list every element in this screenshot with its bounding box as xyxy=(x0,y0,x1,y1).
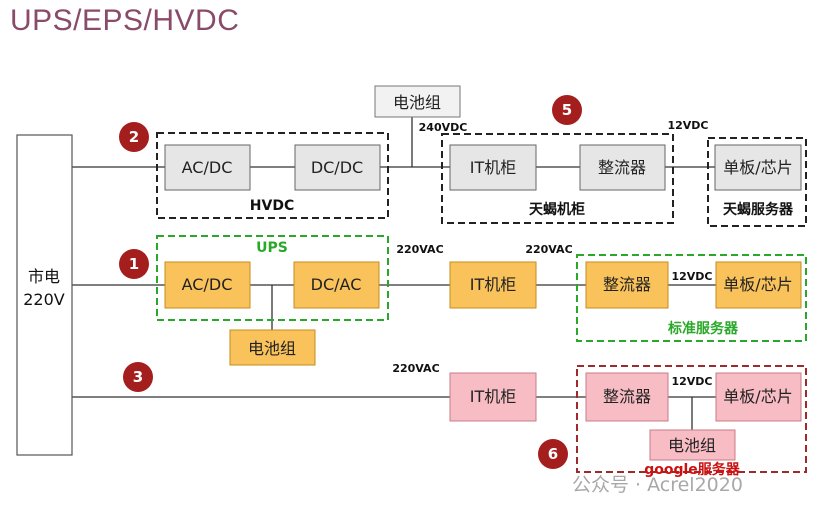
voltage-240vdc: 240VDC xyxy=(419,121,468,134)
rectifier-top-box xyxy=(579,144,666,191)
it-cabinet-bot-box xyxy=(449,372,537,422)
rectifier-bot-label: 整流器 xyxy=(603,387,651,406)
rectifier-top-label: 整流器 xyxy=(598,158,646,177)
it-cabinet-mid-box xyxy=(449,261,537,309)
rectifier-bot-box xyxy=(585,372,669,422)
google-server-label: google服务器 xyxy=(644,461,741,478)
it-cabinet-top-label: IT机柜 xyxy=(470,158,517,177)
tianxie-server-frame xyxy=(707,137,807,227)
rectifier-mid-box xyxy=(585,261,669,309)
it-cabinet-bot-label: IT机柜 xyxy=(470,387,517,406)
board-mid-label: 单板/芯片 xyxy=(723,275,792,294)
hvdc-acdc-box xyxy=(164,144,251,191)
it-cabinet-top-box xyxy=(449,144,537,191)
marker-3 xyxy=(123,362,153,392)
ups-dcac-label: DC/AC xyxy=(311,275,362,294)
hvdc-group-label: HVDC xyxy=(250,198,294,214)
marker-1 xyxy=(119,249,149,279)
mains-label-1: 市电 xyxy=(28,267,60,286)
tianxie-server-label: 天蝎服务器 xyxy=(723,201,794,218)
page-title: UPS/EPS/HVDC xyxy=(10,4,240,37)
google-server-frame xyxy=(576,365,807,473)
marker-1-label: 1 xyxy=(129,255,139,273)
marker-2-label: 2 xyxy=(129,128,139,146)
voltage-220vac-1: 220VAC xyxy=(396,243,443,256)
hvdc-dcdc-label: DC/DC xyxy=(311,158,363,177)
mains-box xyxy=(16,134,73,456)
voltage-12vdc-mid: 12VDC xyxy=(671,270,712,283)
connector-lines xyxy=(72,117,716,430)
ups-acdc-label: AC/DC xyxy=(182,275,233,294)
mains-label-2: 220V xyxy=(23,290,65,309)
voltage-220vac-2: 220VAC xyxy=(525,243,572,256)
battery-top-label: 电池组 xyxy=(393,93,441,112)
marker-6 xyxy=(538,439,568,469)
marker-5-label: 5 xyxy=(562,101,572,119)
marker-5 xyxy=(552,95,582,125)
board-bot-label: 单板/芯片 xyxy=(723,387,792,406)
battery-top-box xyxy=(374,85,461,118)
ups-group-label: UPS xyxy=(256,240,288,256)
board-top-box xyxy=(714,144,802,191)
battery-ups-label: 电池组 xyxy=(248,339,296,358)
ups-acdc-box xyxy=(164,261,251,309)
ups-group-frame xyxy=(156,235,389,321)
tianxie-cabinet-label: 天蝎机柜 xyxy=(529,201,585,218)
watermark: 公众号 · Acrel2020 xyxy=(572,474,743,496)
board-bot-box xyxy=(715,372,802,422)
hvdc-group-frame xyxy=(156,132,389,219)
ups-dcac-box xyxy=(293,261,380,309)
standard-server-frame xyxy=(576,254,807,342)
marker-6-label: 6 xyxy=(548,445,558,463)
hvdc-dcdc-box xyxy=(294,144,381,191)
standard-server-label: 标准服务器 xyxy=(667,320,739,337)
board-mid-box xyxy=(715,261,802,309)
battery-ups-box xyxy=(229,329,316,366)
rectifier-mid-label: 整流器 xyxy=(603,275,651,294)
hvdc-acdc-label: AC/DC xyxy=(182,158,233,177)
battery-bot-label: 电池组 xyxy=(668,436,716,455)
marker-2 xyxy=(119,122,149,152)
voltage-12vdc-top: 12VDC xyxy=(667,119,708,132)
voltage-220vac-3: 220VAC xyxy=(392,362,439,375)
board-top-label: 单板/芯片 xyxy=(723,158,792,177)
marker-3-label: 3 xyxy=(133,368,143,386)
voltage-12vdc-bot: 12VDC xyxy=(671,375,712,388)
tianxie-cabinet-frame xyxy=(441,133,674,224)
battery-bot-box xyxy=(649,429,736,461)
it-cabinet-mid-label: IT机柜 xyxy=(470,275,517,294)
